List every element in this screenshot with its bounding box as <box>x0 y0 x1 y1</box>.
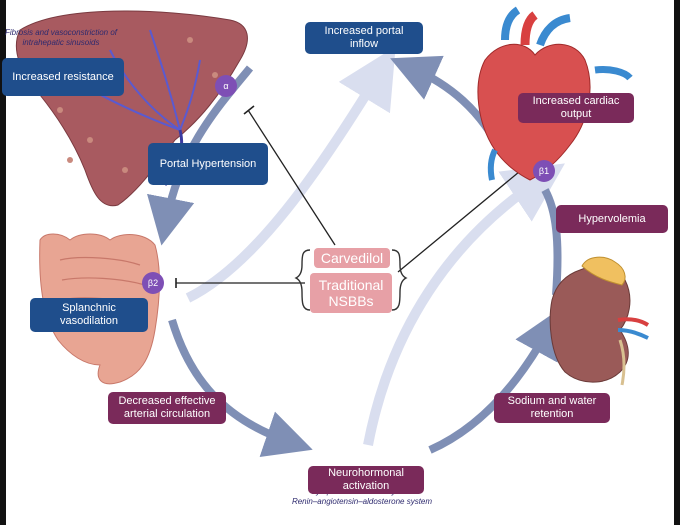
beta1-receptor-badge: β1 <box>533 160 555 182</box>
decreased-effective-arterial-circulation-box: Decreased effective arterial circulation <box>108 392 226 424</box>
left-border <box>0 0 6 525</box>
hypervolemia-box: Hypervolemia <box>556 205 668 233</box>
beta2-receptor-badge: β2 <box>142 272 164 294</box>
kidney-illustration <box>549 256 650 386</box>
increased-portal-inflow-box: Increased portal inflow <box>305 22 423 54</box>
traditional-nsbbs-box: Traditional NSBBs <box>310 273 392 313</box>
left-brace <box>294 249 311 311</box>
fibrosis-note: Fibrosis and vasoconstriction of intrahe… <box>4 28 118 47</box>
faded-arrow-neurohormonal-to-cardiac <box>363 163 565 446</box>
increased-resistance-box: Increased resistance <box>2 58 124 96</box>
inhibit-bar-alpha <box>243 105 255 115</box>
increased-cardiac-output-box: Increased cardiac output <box>518 93 634 123</box>
carvedilol-box: Carvedilol <box>314 248 390 268</box>
faded-arrow-splanchnic-to-inflow <box>185 46 396 303</box>
inhibit-line-beta1 <box>397 166 526 273</box>
right-brace <box>391 249 408 311</box>
cycle-arrow-right-up <box>541 188 562 296</box>
neurohormonal-activation-box: Neurohormonal activation <box>308 466 424 494</box>
alpha-receptor-badge: α <box>215 75 237 97</box>
splanchnic-vasodilation-box: Splanchnic vasodilation <box>30 298 148 332</box>
inhibit-line-alpha <box>247 109 336 246</box>
cycle-arrow-top-left <box>147 65 254 246</box>
portal-hypertension-box: Portal Hypertension <box>148 143 268 185</box>
right-border <box>674 0 680 525</box>
sodium-water-retention-box: Sodium and water retention <box>494 393 610 423</box>
cycle-arrow-bottom-right <box>428 308 560 454</box>
